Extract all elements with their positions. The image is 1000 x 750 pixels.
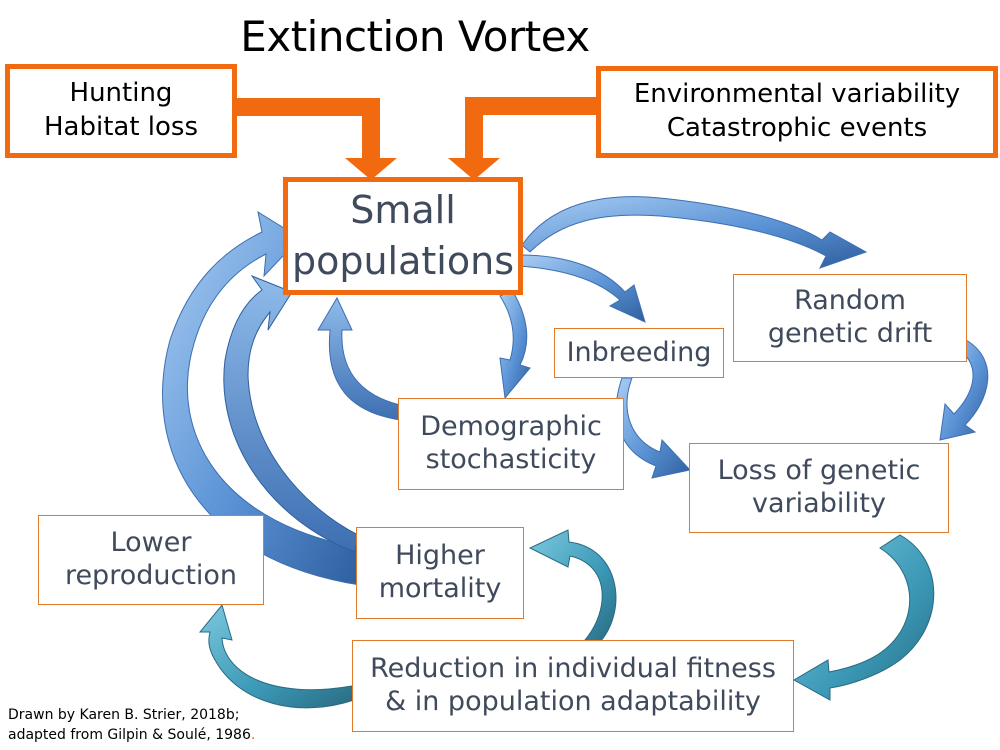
- reproduction-line1: Lower: [110, 527, 192, 559]
- fitness-line1: Reduction in individual fitness: [370, 653, 776, 685]
- diagram-title: Extinction Vortex: [240, 12, 590, 61]
- inbreeding-box: Inbreeding: [554, 328, 724, 378]
- arrow-fitness-to-reproduction: [198, 603, 355, 709]
- genetic-loss-line2: variability: [752, 488, 886, 519]
- credit-line2: adapted from Gilpin & Soulé, 1986.: [8, 725, 255, 745]
- driver-catastrophic-events: Catastrophic events: [666, 113, 928, 143]
- demographic-stochasticity-box: Demographic stochasticity: [398, 398, 624, 490]
- drift-line1: Random: [794, 285, 906, 317]
- mortality-line1: Higher: [395, 540, 485, 572]
- fitness-line2: & in population adaptability: [385, 686, 761, 717]
- mortality-line2: mortality: [378, 573, 502, 604]
- random-genetic-drift-box: Random genetic drift: [733, 274, 967, 362]
- reduction-in-fitness-box: Reduction in individual fitness & in pop…: [352, 640, 794, 732]
- genetic-loss-line1: Loss of genetic: [717, 455, 921, 487]
- arrow-fitness-to-mortality: [528, 529, 617, 643]
- loss-of-genetic-variability-box: Loss of genetic variability: [689, 443, 949, 533]
- higher-mortality-box: Higher mortality: [356, 527, 524, 619]
- small-populations-line2: populations: [291, 239, 514, 283]
- credit-period: .: [250, 727, 256, 744]
- arrow-to-drift: [521, 196, 868, 269]
- drivers-left-box: Hunting Habitat loss: [5, 64, 237, 158]
- drivers-right-box: Environmental variability Catastrophic e…: [596, 66, 998, 158]
- arrow-to-demographic: [499, 289, 531, 400]
- arrow-inner-loop: [223, 274, 359, 553]
- demographic-line2: stochasticity: [425, 444, 597, 475]
- arrow-outer-loop: [162, 210, 363, 586]
- driver-arrow-right: [448, 97, 598, 180]
- credit-line2-text: adapted from Gilpin & Soulé, 1986: [8, 727, 251, 744]
- drift-line2: genetic drift: [767, 318, 933, 349]
- demographic-line1: Demographic: [420, 411, 602, 443]
- arrow-demographic-loop: [317, 296, 401, 421]
- inbreeding-label: Inbreeding: [566, 336, 712, 368]
- reproduction-line2: reproduction: [64, 560, 238, 591]
- small-populations-box: Small populations: [283, 177, 523, 295]
- credit-line1: Drawn by Karen B. Strier, 2018b;: [8, 707, 240, 723]
- arrow-drift-to-loss: [939, 339, 989, 441]
- driver-arrow-left: [236, 98, 397, 180]
- arrow-inbreeding-to-loss: [615, 377, 691, 479]
- small-populations-line1: Small: [350, 187, 456, 232]
- arrow-loss-to-fitness: [792, 534, 935, 701]
- driver-habitat-loss: Habitat loss: [43, 112, 199, 142]
- lower-reproduction-box: Lower reproduction: [38, 515, 264, 605]
- arrow-to-inbreeding: [519, 254, 646, 323]
- driver-environmental-variability: Environmental variability: [633, 79, 961, 110]
- driver-hunting: Hunting: [69, 78, 173, 109]
- credit-text: Drawn by Karen B. Strier, 2018b; adapted…: [8, 705, 255, 746]
